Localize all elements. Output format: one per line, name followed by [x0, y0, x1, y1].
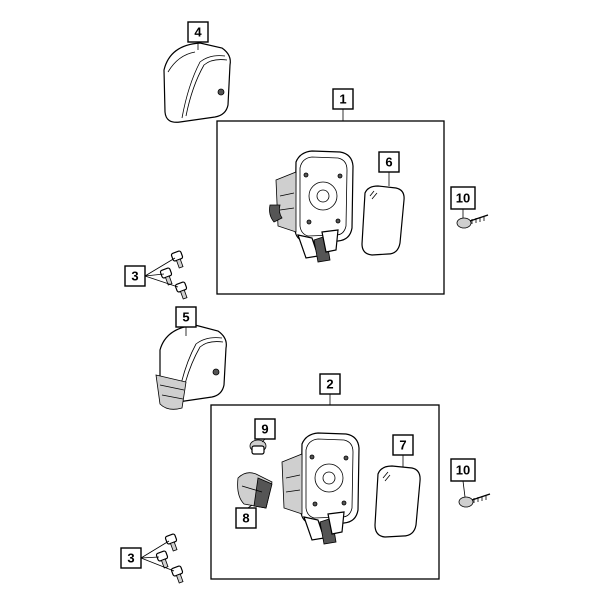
callout-7: 7: [392, 434, 414, 456]
svg-text:3: 3: [131, 269, 138, 284]
mirror-glass-lower: [374, 465, 421, 538]
svg-text:10: 10: [456, 191, 470, 206]
assembly-2-frame: [210, 404, 440, 580]
mirror-cover-upper: [163, 42, 231, 123]
screw-set-upper: [159, 250, 188, 300]
callout-2: 2: [319, 373, 341, 395]
callout-10-lower: 10: [450, 458, 476, 482]
callout-6: 6: [378, 151, 400, 173]
screw-set-lower: [155, 533, 184, 584]
svg-text:8: 8: [242, 511, 249, 526]
svg-text:2: 2: [326, 377, 333, 392]
callout-10-upper: 10: [450, 186, 476, 210]
assembly-1-frame: [216, 120, 445, 295]
mounting-stud-upper: [456, 214, 489, 229]
callout-5: 5: [175, 306, 197, 328]
mirror-cover-lower: [155, 324, 227, 410]
svg-text:1: 1: [339, 92, 346, 107]
lamp-bulb: [249, 439, 267, 455]
svg-text:10: 10: [456, 463, 470, 478]
turn-signal-lamp: [237, 472, 273, 509]
mirror-glass-upper: [361, 185, 405, 256]
callout-1: 1: [332, 88, 354, 110]
callout-9: 9: [254, 418, 276, 440]
callout-3-lower: 3: [120, 547, 142, 569]
svg-text:3: 3: [127, 551, 134, 566]
svg-text:5: 5: [182, 310, 189, 325]
callout-4: 4: [187, 21, 209, 43]
mirror-housing-lower: [281, 432, 360, 545]
mounting-stud-lower: [458, 493, 491, 508]
svg-text:9: 9: [261, 422, 268, 437]
svg-text:4: 4: [194, 25, 202, 40]
mirror-housing-upper: [269, 150, 354, 263]
callout-8: 8: [235, 507, 257, 529]
svg-text:6: 6: [385, 155, 392, 170]
callout-3-upper: 3: [124, 265, 146, 287]
svg-text:7: 7: [399, 438, 406, 453]
leader-lines: [140, 42, 466, 572]
